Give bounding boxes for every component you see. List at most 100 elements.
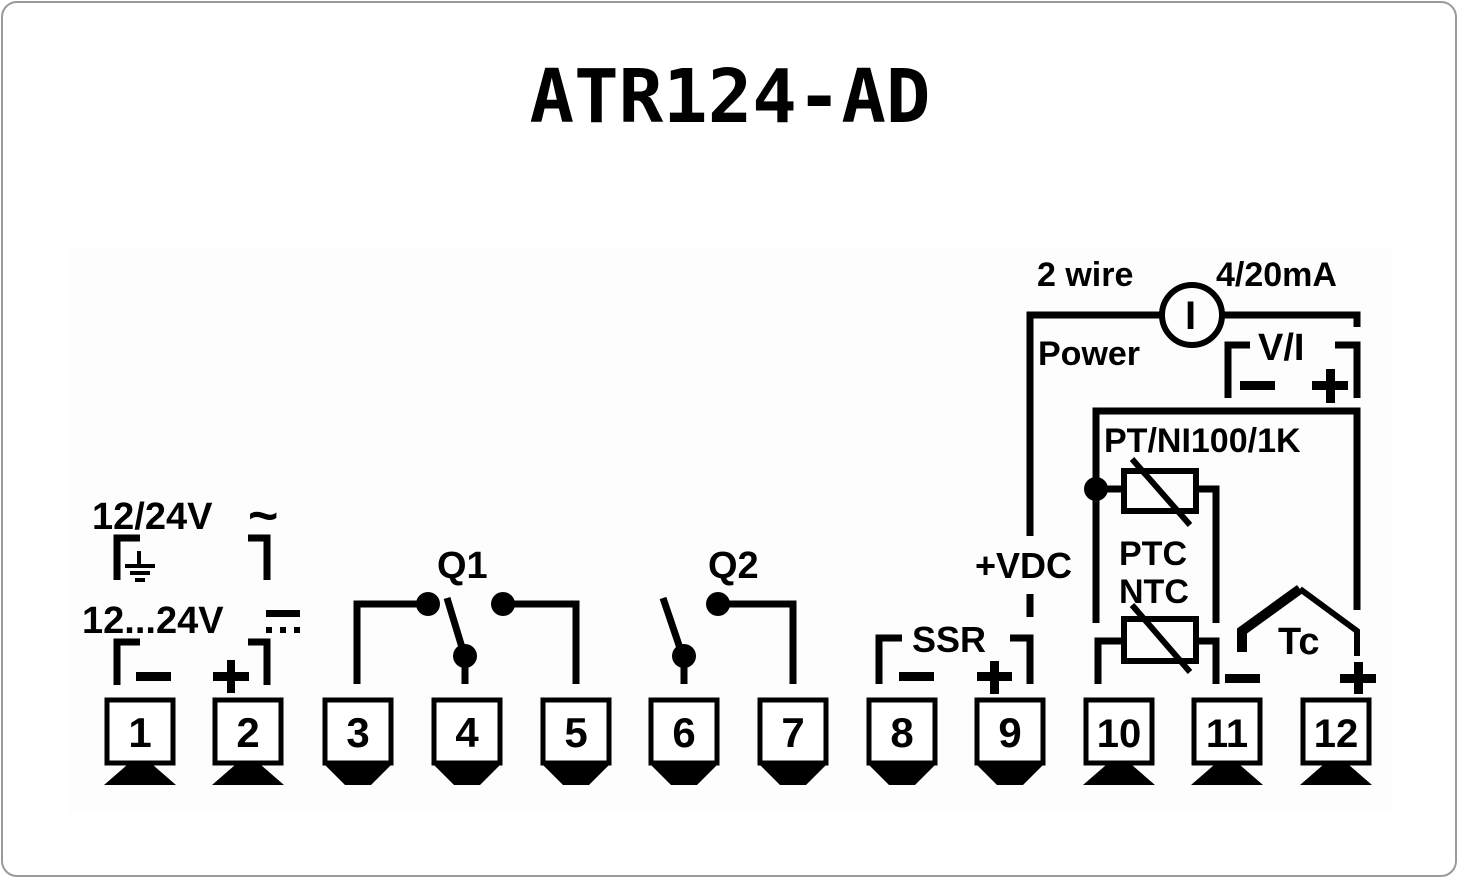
ptc-label: PTC [1119, 535, 1187, 573]
ptc-resistor [1121, 616, 1199, 664]
terminal-foot [1300, 765, 1372, 785]
tc-label: Tc [1278, 621, 1320, 663]
terminal-foot [758, 763, 828, 785]
ssr-bracket-left [875, 634, 902, 684]
rtd-resistor [1121, 468, 1199, 514]
terminal-number: 10 [1097, 712, 1142, 756]
ground-icon [125, 564, 155, 582]
ac-symbol-label: ~ [248, 487, 278, 545]
ssr-bracket-right [1010, 634, 1034, 684]
terminal-box [1191, 697, 1263, 766]
terminal-4[interactable]: 4 [431, 697, 503, 785]
ptc-lead-left [1094, 637, 1124, 684]
minus-sign-8 [899, 672, 934, 681]
page-title: ATR124-AD [529, 54, 931, 140]
plus-sign-vi [1312, 369, 1348, 403]
q2-switch-arm [659, 596, 686, 656]
current-meter-circle [1159, 282, 1225, 348]
vi-label: V/I [1258, 327, 1304, 369]
terminal-1[interactable]: 1 [104, 697, 176, 785]
vi-bracket-right [1335, 341, 1361, 398]
terminal-box [1083, 697, 1155, 766]
ac-bracket-right [248, 534, 271, 580]
terminal-box [104, 697, 176, 766]
terminal-9[interactable]: 9 [974, 697, 1046, 785]
q2-no-contact [706, 592, 730, 616]
terminal-box [431, 697, 503, 766]
terminal-2[interactable]: 2 [212, 697, 284, 785]
plus-sign-9 [977, 661, 1012, 694]
ac-bracket-left [113, 534, 140, 580]
terminal-number: 3 [346, 709, 369, 756]
terminal-6[interactable]: 6 [648, 697, 720, 785]
terminal-foot [1191, 765, 1263, 785]
terminal-box [212, 697, 284, 766]
vdc-label: +VDC [975, 545, 1072, 586]
power-ac-label: 12/24V [92, 496, 213, 538]
power-label: Power [1038, 335, 1140, 373]
rtd-label: PT/NI100/1K [1104, 422, 1301, 460]
terminal-7[interactable]: 7 [757, 697, 829, 785]
contacts [125, 369, 1376, 694]
terminal-foot [212, 765, 284, 785]
current-symbol-label: I [1185, 294, 1196, 338]
terminal-number: 8 [890, 709, 913, 756]
terminal-number: 2 [236, 709, 259, 756]
minus-sign-1 [136, 672, 171, 681]
terminal-number: 11 [1206, 712, 1248, 756]
rtd-lead-right [1196, 485, 1220, 623]
wires [113, 282, 1361, 685]
q2-no-wire [718, 600, 797, 684]
rtd-resistor-slash [1129, 457, 1193, 527]
ntc-label: NTC [1119, 573, 1189, 611]
ssr-label: SSR [912, 619, 986, 660]
terminal-foot [649, 763, 719, 785]
wiring-panel [68, 248, 1393, 812]
two-wire-label: 2 wire [1037, 256, 1133, 294]
terminal-box [757, 697, 829, 766]
rtd-loop-wire [1092, 407, 1361, 623]
terminal-number: 12 [1314, 712, 1359, 756]
plus-sign-12 [1340, 662, 1376, 694]
ptc-resistor-slash [1129, 603, 1193, 674]
terminal-number: 1 [128, 709, 151, 756]
q2-label: Q2 [708, 545, 759, 587]
terminal-number: 7 [781, 709, 804, 756]
terminal-3[interactable]: 3 [322, 697, 394, 785]
minus-sign-vi [1240, 381, 1275, 390]
q1-no-contact [491, 592, 515, 616]
q1-label: Q1 [437, 545, 488, 587]
terminal-5[interactable]: 5 [540, 697, 612, 785]
power-dc-label: 12...24V [82, 600, 224, 642]
terminal-number: 9 [998, 709, 1021, 756]
q2-common-contact [672, 644, 696, 668]
q1-nc-wire [353, 600, 425, 684]
q1-no-wire [505, 600, 580, 684]
dc-bracket-right [248, 638, 271, 685]
terminal-11[interactable]: 11 [1191, 697, 1263, 785]
terminal-8[interactable]: 8 [866, 697, 938, 785]
terminal-number: 5 [564, 709, 587, 756]
terminal-foot [1083, 765, 1155, 785]
terminal-box [648, 697, 720, 766]
thermocouple-neg [1237, 584, 1303, 652]
dc-bracket-left [113, 638, 140, 685]
vi-bracket-left [1224, 341, 1250, 398]
plus-sign-2 [213, 660, 249, 693]
terminal-12[interactable]: 12 [1300, 697, 1372, 785]
terminal-foot [104, 765, 176, 785]
terminal-foot [323, 763, 393, 785]
ptc-lead-right [1196, 637, 1220, 684]
thermocouple-pos [1298, 586, 1360, 656]
terminal-10[interactable]: 10 [1083, 697, 1155, 785]
terminal-foot [867, 763, 937, 785]
rtd-junction [1084, 477, 1108, 501]
terminal-number: 6 [672, 709, 695, 756]
terminal-foot [432, 763, 502, 785]
terminal-foot [975, 763, 1045, 785]
terminal-foot [541, 763, 611, 785]
current-loop-wire [1222, 311, 1361, 327]
terminal-box [540, 697, 612, 766]
q1-nc-contact [416, 592, 440, 616]
